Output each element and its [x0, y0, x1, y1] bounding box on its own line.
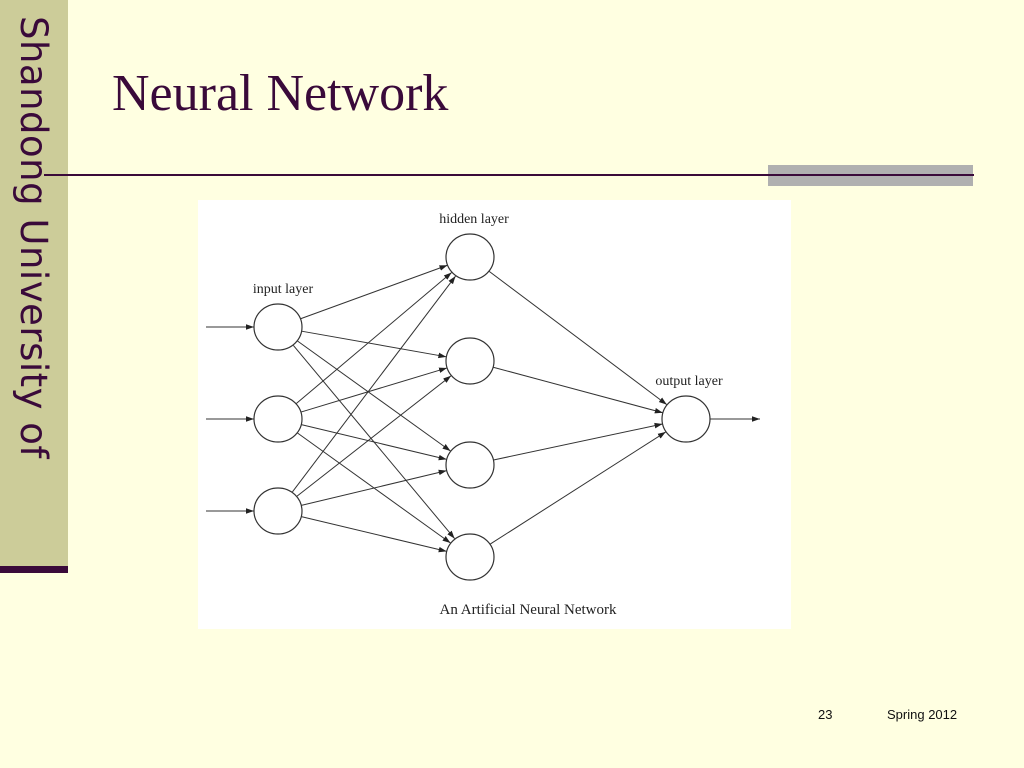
edge-input1-hidden3 [297, 340, 451, 452]
sidebar-bottom-bar [0, 566, 68, 573]
figure-caption: An Artificial Neural Network [439, 602, 617, 618]
edge-input3-hidden2 [296, 375, 452, 497]
edge-input3-hidden4 [301, 516, 447, 553]
edge-input3-hidden1 [292, 275, 456, 493]
input-node-2 [253, 395, 303, 443]
neural-network-figure: hidden layer input layer output layer An… [198, 200, 791, 629]
hidden-node-3 [445, 441, 495, 489]
edge-input1-hidden2 [301, 330, 447, 359]
input-node-3 [253, 487, 303, 535]
title-rule [44, 174, 974, 176]
slide-title: Neural Network [112, 65, 449, 122]
title-rule-accent-line [768, 174, 973, 176]
footer-date: Spring 2012 [887, 707, 958, 722]
sidebar-band: Shandong University of [0, 0, 68, 568]
output-node-1 [661, 395, 711, 443]
edge-input2-hidden3 [301, 424, 447, 461]
edge-input1-hidden1 [300, 264, 448, 320]
hidden-node-1 [445, 233, 495, 281]
input-node-1 [253, 303, 303, 351]
hidden-layer-label: hidden layer [439, 212, 509, 227]
sidebar-university-text: Shandong University of [12, 16, 55, 459]
hidden-node-2 [445, 337, 495, 385]
input-layer-label: input layer [253, 282, 314, 297]
output-layer-label: output layer [655, 374, 723, 389]
edge-input2-hidden1 [296, 272, 452, 404]
slide-number: 23 [818, 707, 833, 722]
edge-hidden4-output1 [489, 431, 667, 545]
edge-hidden1-output1 [488, 271, 668, 406]
edge-input3-hidden3 [301, 469, 447, 506]
hidden-node-4 [445, 533, 495, 581]
edge-input2-hidden2 [300, 367, 448, 413]
edge-hidden2-output1 [493, 366, 663, 414]
edge-hidden3-output1 [493, 422, 663, 461]
neural-network-diagram: hidden layer input layer output layer An… [206, 212, 760, 618]
